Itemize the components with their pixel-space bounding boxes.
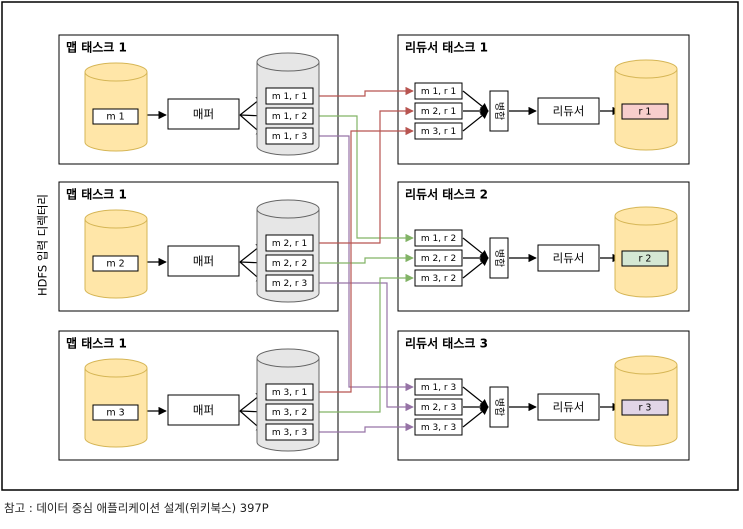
map-output-chip <box>265 254 314 272</box>
shuffle-arrow <box>314 126 414 393</box>
mapper-label: 매퍼 <box>193 254 214 268</box>
cylinder-top <box>84 209 148 229</box>
reduce-output-chip <box>621 250 669 267</box>
reduce-output-chip <box>621 103 669 120</box>
reducer-box <box>537 244 600 272</box>
reduce-input-chip <box>414 269 463 287</box>
cylinder-top <box>256 348 320 368</box>
reduce-output-chip <box>621 399 669 416</box>
reduce-input-chip <box>414 378 463 396</box>
cylinder-top <box>84 358 148 378</box>
shuffle-arrow <box>314 422 414 433</box>
reduce-input-label: m 3, r 2 <box>421 274 456 284</box>
reduce-input-chip <box>414 229 463 247</box>
shuffle-arrow <box>314 86 414 97</box>
cylinder-top <box>614 355 678 375</box>
cylinder-top <box>614 206 678 226</box>
reduce-input-label: m 2, r 1 <box>421 107 456 117</box>
merge-label: 병합 <box>493 102 505 120</box>
map-output-chip <box>265 274 314 292</box>
shuffle-arrow <box>314 253 414 264</box>
reduce-input-label: m 1, r 3 <box>421 383 456 393</box>
reduce-task-title: 리듀서 태스크 1 <box>405 40 488 55</box>
map-output-chip <box>265 127 314 145</box>
reduce-input-label: m 3, r 3 <box>421 423 456 433</box>
source-caption: 참고 : 데이터 중심 애플리케이션 설계(위키북스) 397P <box>4 501 269 515</box>
reduce-input-chip <box>414 122 463 140</box>
mapper-box <box>167 98 240 130</box>
cylinder-top <box>256 52 320 72</box>
cylinder-top <box>256 199 320 219</box>
reduce-input-label: m 1, r 2 <box>421 234 456 244</box>
shuffle-arrow <box>314 115 414 243</box>
map-task-title: 맵 태스크 1 <box>66 40 127 55</box>
map-task-title: 맵 태스크 1 <box>66 187 127 202</box>
reduce-input-label: m 1, r 1 <box>421 87 456 97</box>
cylinder-top <box>84 62 148 82</box>
reducer-label: 리듀서 <box>553 104 585 118</box>
reduce-task-title: 리듀서 태스크 3 <box>405 336 488 351</box>
map-input-label: m 3 <box>106 408 124 419</box>
reduce-input-label: m 2, r 2 <box>421 254 456 264</box>
map-input-cylinder <box>84 209 148 299</box>
map-output-label: m 3, r 1 <box>272 388 307 398</box>
merge-label: 병합 <box>493 398 505 416</box>
map-input-cylinder <box>84 358 148 448</box>
map-output-label: m 2, r 2 <box>272 259 307 269</box>
map-output-chip <box>265 107 314 125</box>
reduce-task-title: 리듀서 태스크 2 <box>405 187 488 202</box>
hdfs-input-dir-label: HDFS 입력 디렉터리 <box>36 194 50 296</box>
merge-box <box>489 90 509 132</box>
merge-box <box>489 237 509 279</box>
merge-box <box>489 386 509 428</box>
map-output-label: m 2, r 1 <box>272 239 307 249</box>
reduce-input-chip <box>414 398 463 416</box>
reduce-output-label: r 3 <box>639 403 652 414</box>
map-output-label: m 2, r 3 <box>272 279 307 289</box>
mapper-label: 매퍼 <box>193 403 214 417</box>
mapper-box <box>167 394 240 426</box>
map-input-label: m 1 <box>106 112 124 123</box>
map-output-chip <box>265 383 314 401</box>
arrow-input-to-merge <box>462 110 489 132</box>
reducer-box <box>537 393 600 421</box>
reducer-box <box>537 97 600 125</box>
map-input-chip <box>92 108 139 125</box>
map-output-chip <box>265 423 314 441</box>
map-input-cylinder <box>84 62 148 152</box>
reduce-output-label: r 2 <box>639 254 652 265</box>
map-output-chip <box>265 87 314 105</box>
map-input-label: m 2 <box>106 259 124 270</box>
map-output-label: m 3, r 2 <box>272 408 307 418</box>
shuffle-arrow <box>314 106 414 244</box>
merge-label: 병합 <box>493 249 505 267</box>
reduce-output-label: r 1 <box>639 107 652 118</box>
arrow-input-to-merge <box>462 406 489 428</box>
mapper-label: 매퍼 <box>193 107 214 121</box>
map-output-label: m 1, r 1 <box>272 92 307 102</box>
map-output-chip <box>265 234 314 252</box>
map-output-chip <box>265 403 314 421</box>
shuffle-arrow <box>314 135 414 392</box>
reduce-input-label: m 2, r 3 <box>421 403 456 413</box>
map-output-label: m 3, r 3 <box>272 428 307 438</box>
reducer-label: 리듀서 <box>553 251 585 265</box>
reducer-label: 리듀서 <box>553 400 585 414</box>
map-output-label: m 1, r 3 <box>272 132 307 142</box>
reduce-input-chip <box>414 418 463 436</box>
mapper-box <box>167 245 240 277</box>
reduce-input-label: m 3, r 1 <box>421 127 456 137</box>
shuffle-arrow <box>314 273 414 413</box>
map-output-label: m 1, r 2 <box>272 112 307 122</box>
arrow-input-to-merge <box>462 257 489 279</box>
map-input-chip <box>92 404 139 421</box>
map-task-title: 맵 태스크 1 <box>66 336 127 351</box>
reduce-input-chip <box>414 249 463 267</box>
reduce-input-chip <box>414 82 463 100</box>
reduce-input-chip <box>414 102 463 120</box>
cylinder-top <box>614 59 678 79</box>
map-input-chip <box>92 255 139 272</box>
